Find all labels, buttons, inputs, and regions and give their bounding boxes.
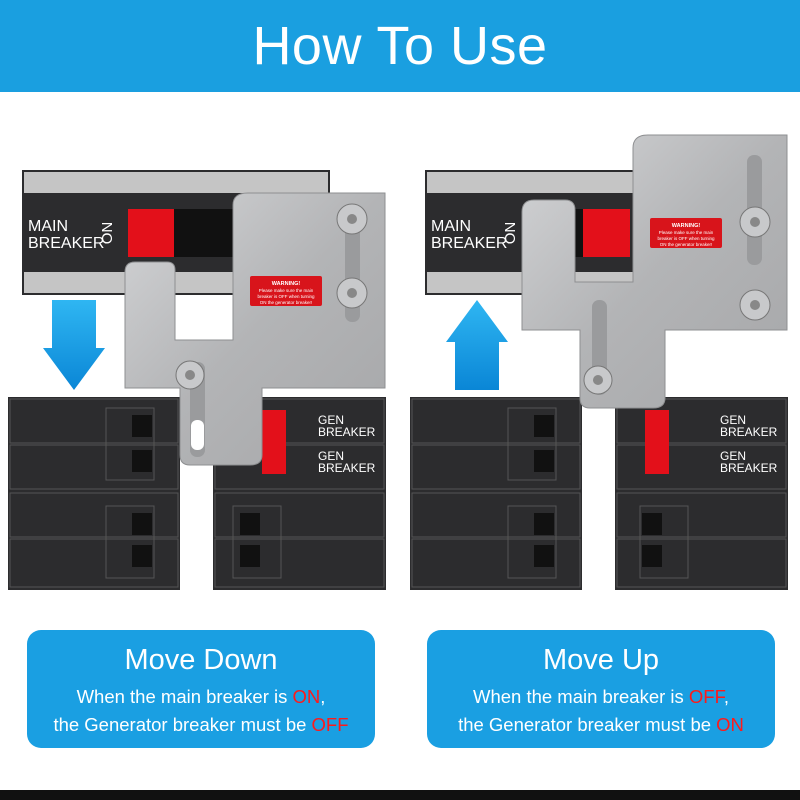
- svg-text:ON the generator breaker!: ON the generator breaker!: [660, 242, 713, 247]
- arrow-up-icon: [446, 300, 508, 390]
- arrow-down-icon: [43, 300, 105, 390]
- warning-label: WARNING! Please make sure the main break…: [250, 276, 322, 306]
- breaker-block-left: [8, 397, 180, 590]
- gen-breaker-switch: [262, 410, 286, 474]
- svg-text:breaker is OFF when turning: breaker is OFF when turning: [257, 294, 315, 299]
- svg-text:MAIN: MAIN: [431, 218, 471, 235]
- title-banner: How To Use: [0, 0, 800, 92]
- box-title: Move Up: [542, 644, 660, 676]
- svg-text:GEN: GEN: [720, 413, 746, 427]
- svg-text:BREAKER: BREAKER: [28, 235, 104, 252]
- svg-text:GEN: GEN: [720, 449, 746, 463]
- svg-text:breaker is OFF when turning: breaker is OFF when turning: [657, 236, 715, 241]
- breaker-block-left: [410, 397, 582, 590]
- svg-text:BREAKER: BREAKER: [431, 235, 507, 252]
- gen-breaker-switch: [645, 410, 669, 474]
- svg-text:GEN: GEN: [318, 413, 344, 427]
- svg-text:BREAKER: BREAKER: [720, 425, 778, 439]
- svg-text:BREAKER: BREAKER: [720, 461, 778, 475]
- svg-text:ON the generator breaker!: ON the generator breaker!: [260, 300, 313, 305]
- svg-text:BREAKER: BREAKER: [318, 425, 376, 439]
- main-breaker-label: MAIN: [28, 218, 68, 235]
- breaker-block-right: GEN BREAKER GEN BREAKER: [615, 397, 788, 590]
- svg-text:BREAKER: BREAKER: [318, 461, 376, 475]
- main-breaker-switch: [128, 209, 174, 257]
- svg-text:WARNING!: WARNING!: [672, 223, 701, 229]
- svg-text:WARNING!: WARNING!: [272, 281, 301, 287]
- interlock-plate: [521, 134, 788, 409]
- footer-strip: [0, 790, 800, 800]
- svg-text:ON: ON: [502, 222, 519, 245]
- box-title: Move Down: [124, 644, 278, 676]
- page-title: How To Use: [252, 16, 548, 76]
- left-panel: MAIN BREAKER ON GEN BREAKER GEN BREAKER: [8, 170, 386, 590]
- svg-text:Please make sure the main: Please make sure the main: [259, 288, 314, 293]
- move-down-info-box: Move Down When the main breaker is ON,th…: [27, 630, 375, 748]
- svg-text:Please make sure the main: Please make sure the main: [659, 230, 714, 235]
- warning-label: WARNING! Please make sure the main break…: [650, 218, 722, 248]
- svg-text:GEN: GEN: [318, 449, 344, 463]
- svg-text:ON: ON: [99, 222, 116, 245]
- main-breaker-switch: [583, 209, 630, 257]
- move-up-info-box: Move Up When the main breaker is OFF,the…: [427, 630, 775, 748]
- right-panel: MAIN BREAKER ON GEN BREAKER GEN BREAKER: [410, 134, 788, 590]
